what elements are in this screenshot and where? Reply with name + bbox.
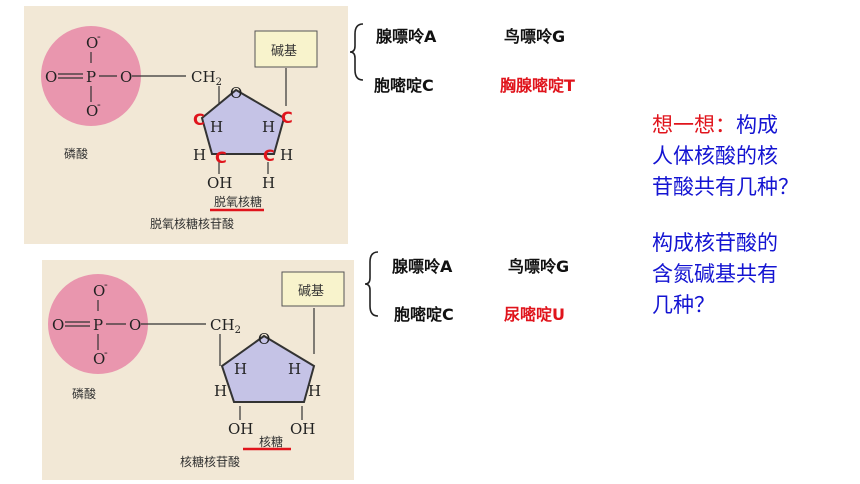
ch2-label: CH2 (210, 316, 241, 336)
deoxyribose-ring (200, 88, 286, 155)
ribonucleotide-structure: O - O P O O - CH2 O H H H H OH OH 碱基 (48, 271, 345, 469)
phosphate-o-bottom: O (93, 350, 105, 368)
question-nucleotide-types: 想一想：构成 人体核酸的核 苷酸共有几种？ (652, 110, 799, 203)
phosphate-o-right: O (120, 68, 132, 86)
phosphate-minus-bottom: - (97, 98, 101, 111)
ch2-label: CH2 (191, 68, 222, 88)
dna-base-adenine: 腺嘌呤A (376, 27, 437, 46)
rna-base-uracil: 尿嘧啶U (504, 305, 565, 324)
dna-base-thymine: 胸腺嘧啶T (500, 76, 575, 95)
think-prompt: 想一想： (652, 113, 736, 137)
rna-base-cytosine: 胞嘧啶C (394, 305, 454, 324)
phosphate-label: 磷酸 (64, 146, 88, 161)
carbon-mark-1: C (193, 110, 205, 129)
carbon-mark-2: C (281, 108, 293, 127)
base-box (281, 271, 345, 307)
h-upper-left: H (234, 360, 247, 378)
h-lower-left: H (193, 146, 206, 164)
rna-base-guanine: 鸟嘌呤G (508, 257, 570, 276)
question2-line2: 含氮碱基共有 (652, 262, 778, 286)
question1-line3: 苷酸共有几种？ (652, 175, 799, 199)
phosphate-o-bottom: O (86, 102, 98, 120)
hydroxyl-left: OH (228, 420, 253, 438)
question2-line1: 构成核苷酸的 (652, 231, 778, 255)
base-box-label: 碱基 (271, 44, 297, 59)
phosphate-minus-top: - (97, 30, 101, 43)
nucleotide-caption: 核糖核苷酸 (180, 454, 240, 469)
sugar-label: 脱氧核糖 (214, 194, 262, 209)
dna-base-cytosine: 胞嘧啶C (374, 76, 434, 95)
h-lower-left: H (214, 382, 227, 400)
h-upper-right: H (262, 118, 275, 136)
ring-oxygen: O (230, 84, 242, 102)
rna-bases-brace (364, 251, 379, 317)
phosphate-circle (48, 274, 148, 374)
phosphate-label: 磷酸 (72, 386, 96, 401)
carbon-mark-4: C (263, 146, 275, 165)
h-lower-right: H (308, 382, 321, 400)
dna-bases-brace (349, 23, 364, 81)
ribonucleotide-diagram: O - O P O O - CH2 O H H H H OH OH 碱基 (42, 260, 354, 480)
phosphate-o-left: O (52, 316, 64, 334)
base-box-label: 碱基 (298, 284, 324, 299)
question1-line2: 人体核酸的核 (652, 144, 778, 168)
hydroxyl-right: OH (290, 420, 315, 438)
phosphate-p: P (93, 316, 103, 334)
deoxyribonucleotide-structure: O - O P O O - CH2 O H H H H OH H (41, 26, 318, 231)
phosphate-o-top: O (86, 34, 98, 52)
dna-base-guanine: 鸟嘌呤G (504, 27, 566, 46)
phosphate-o-top: O (93, 282, 105, 300)
nucleotide-caption: 脱氧核糖核苷酸 (150, 216, 234, 231)
question2-line3: 几种？ (652, 293, 715, 317)
deoxyribonucleotide-diagram: O - O P O O - CH2 O H H H H OH H (24, 6, 348, 244)
h-lower-right: H (280, 146, 293, 164)
phosphate-minus-bottom: - (104, 346, 108, 359)
question-base-types: 构成核苷酸的 含氮碱基共有 几种？ (652, 228, 778, 321)
h-upper-right: H (288, 360, 301, 378)
question1-line1: 想一想：构成 (652, 113, 778, 137)
ribose-ring (220, 334, 316, 403)
sugar-label: 核糖 (259, 434, 283, 449)
rna-base-adenine: 腺嘌呤A (392, 257, 453, 276)
ring-oxygen: O (258, 330, 270, 348)
phosphate-o-left: O (45, 68, 57, 86)
carbon-mark-3: C (215, 148, 227, 167)
h-upper-left: H (210, 118, 223, 136)
h-bottom: H (262, 174, 275, 192)
phosphate-minus-top: - (104, 278, 108, 291)
hydroxyl-group: OH (207, 174, 232, 192)
base-box (254, 30, 318, 68)
phosphate-o-right: O (129, 316, 141, 334)
phosphate-p: P (86, 68, 96, 86)
phosphate-circle (41, 26, 141, 126)
